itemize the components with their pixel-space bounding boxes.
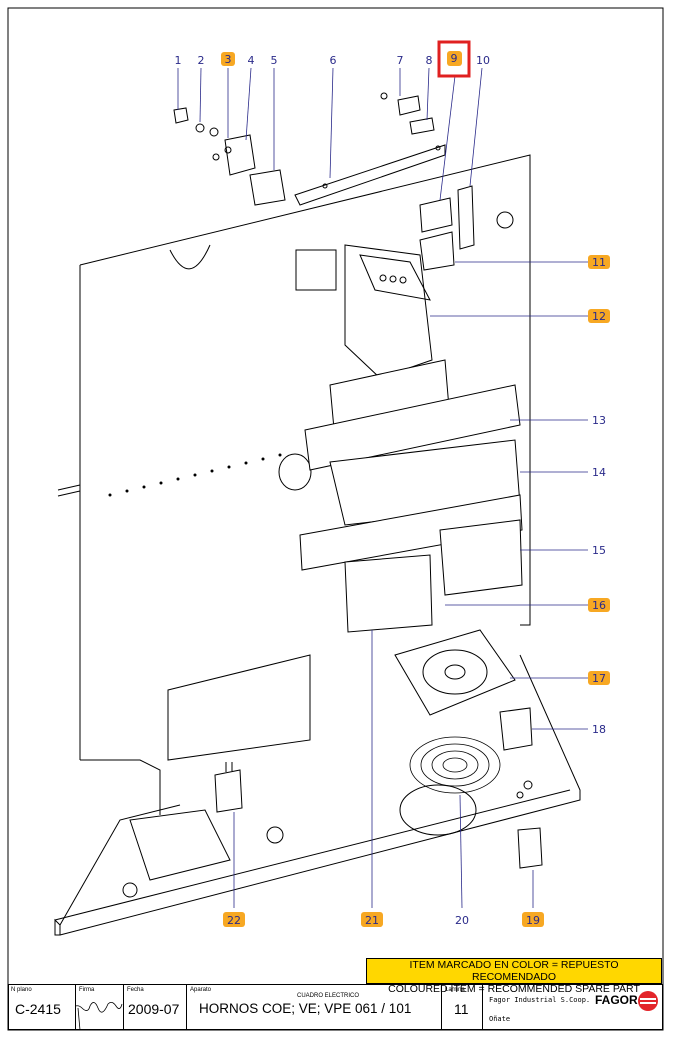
callout-2: 2 <box>198 54 205 67</box>
fagor-logo-icon <box>638 991 658 1011</box>
callout-19-highlight <box>522 912 544 927</box>
callout-11-highlight <box>588 255 610 269</box>
tb-lamina-cell: Lamina 11 <box>442 984 483 1030</box>
part-19-connector <box>517 827 543 869</box>
callout-21-highlight <box>361 912 383 927</box>
parts-1-to-5-hardware <box>173 107 286 206</box>
callout-12-highlight <box>588 309 610 323</box>
callout-3: 3 <box>225 53 232 66</box>
callout-13: 13 <box>592 414 606 427</box>
din-rails-relays <box>299 359 523 633</box>
title-block <box>8 984 663 1030</box>
callout-9-marker-box <box>437 40 471 78</box>
callout-22: 22 <box>227 914 241 927</box>
plano-value: C-2415 <box>15 1001 61 1017</box>
callout-7: 7 <box>397 54 404 67</box>
callout-11: 11 <box>592 256 606 269</box>
part-17-fan <box>394 629 516 716</box>
callout-labels: 1 2 3 4 5 6 7 8 9 10 11 12 13 14 15 16 1… <box>175 40 610 927</box>
callout-16: 16 <box>592 599 606 612</box>
panel-holes <box>108 453 282 497</box>
callout-20: 20 <box>455 914 469 927</box>
callout-3-highlight <box>221 52 235 66</box>
callout-5: 5 <box>271 54 278 67</box>
callout-4: 4 <box>248 54 255 67</box>
fagor-logo-text: FAGOR <box>595 993 638 1007</box>
firma-label: Firma <box>79 987 95 993</box>
callout-17: 17 <box>592 672 606 685</box>
note-line-1: ITEM MARCADO EN COLOR = REPUESTO RECOMEN… <box>409 959 619 983</box>
callout-10: 10 <box>476 54 490 67</box>
part-18-cable-gland <box>499 707 533 751</box>
callout-16-highlight <box>588 598 610 612</box>
parts-9-10-switches <box>419 185 475 271</box>
leader-lines <box>177 67 588 909</box>
callout-19: 19 <box>526 914 540 927</box>
callout-21: 21 <box>365 914 379 927</box>
lamina-label: Lamina <box>445 987 465 993</box>
lamina-value: 11 <box>454 1001 469 1017</box>
callout-22-highlight <box>223 912 245 927</box>
tb-aparato-cell: Aparato CUADRO ELECTRICO HORNOS COE; VE;… <box>187 984 442 1030</box>
tb-fecha-cell: Fecha 2009-07 <box>124 984 187 1030</box>
fecha-label: Fecha <box>127 987 144 993</box>
parts-7-8 <box>380 92 435 135</box>
callout-17-highlight <box>588 671 610 685</box>
tb-company-cell: Fagor Industrial S.Coop. Oñate FAGOR <box>483 984 663 1030</box>
callout-8: 8 <box>426 54 433 67</box>
callout-18: 18 <box>592 723 606 736</box>
tb-plano-cell: N plano C-2415 <box>8 984 76 1030</box>
part-6-bracket <box>294 144 446 206</box>
callout-9: 9 <box>451 52 458 65</box>
callout-14: 14 <box>592 466 606 479</box>
callout-6: 6 <box>330 54 337 67</box>
signature-image <box>76 1002 123 1030</box>
part-12-enclosure <box>295 244 433 379</box>
aparato-label: Aparato <box>190 987 212 993</box>
callout-12: 12 <box>592 310 606 323</box>
callout-1: 1 <box>175 54 182 67</box>
back-panel <box>57 154 531 815</box>
part-22-capacitor <box>214 762 243 813</box>
part-20-fan-grill <box>409 736 501 794</box>
spare-part-note: ITEM MARCADO EN COLOR = REPUESTO RECOMEN… <box>366 958 662 995</box>
company-name: Fagor Industrial S.Coop. <box>489 996 591 1004</box>
callout-15: 15 <box>592 544 606 557</box>
base-plate <box>54 654 581 936</box>
fecha-value: 2009-07 <box>128 1001 180 1017</box>
callout-9-highlight <box>447 51 462 66</box>
plano-label: N plano <box>11 987 32 993</box>
cuadro-label: CUADRO ELECTRICO <box>297 993 360 999</box>
tb-firma-cell: Firma <box>76 984 124 1030</box>
aparato-value: HORNOS COE; VE; VPE 061 / 101 <box>199 1001 412 1016</box>
note-line-2: COLOURED ITEM = RECOMMENDED SPARE PART <box>388 983 640 995</box>
company-city: Oñate <box>489 1015 511 1023</box>
